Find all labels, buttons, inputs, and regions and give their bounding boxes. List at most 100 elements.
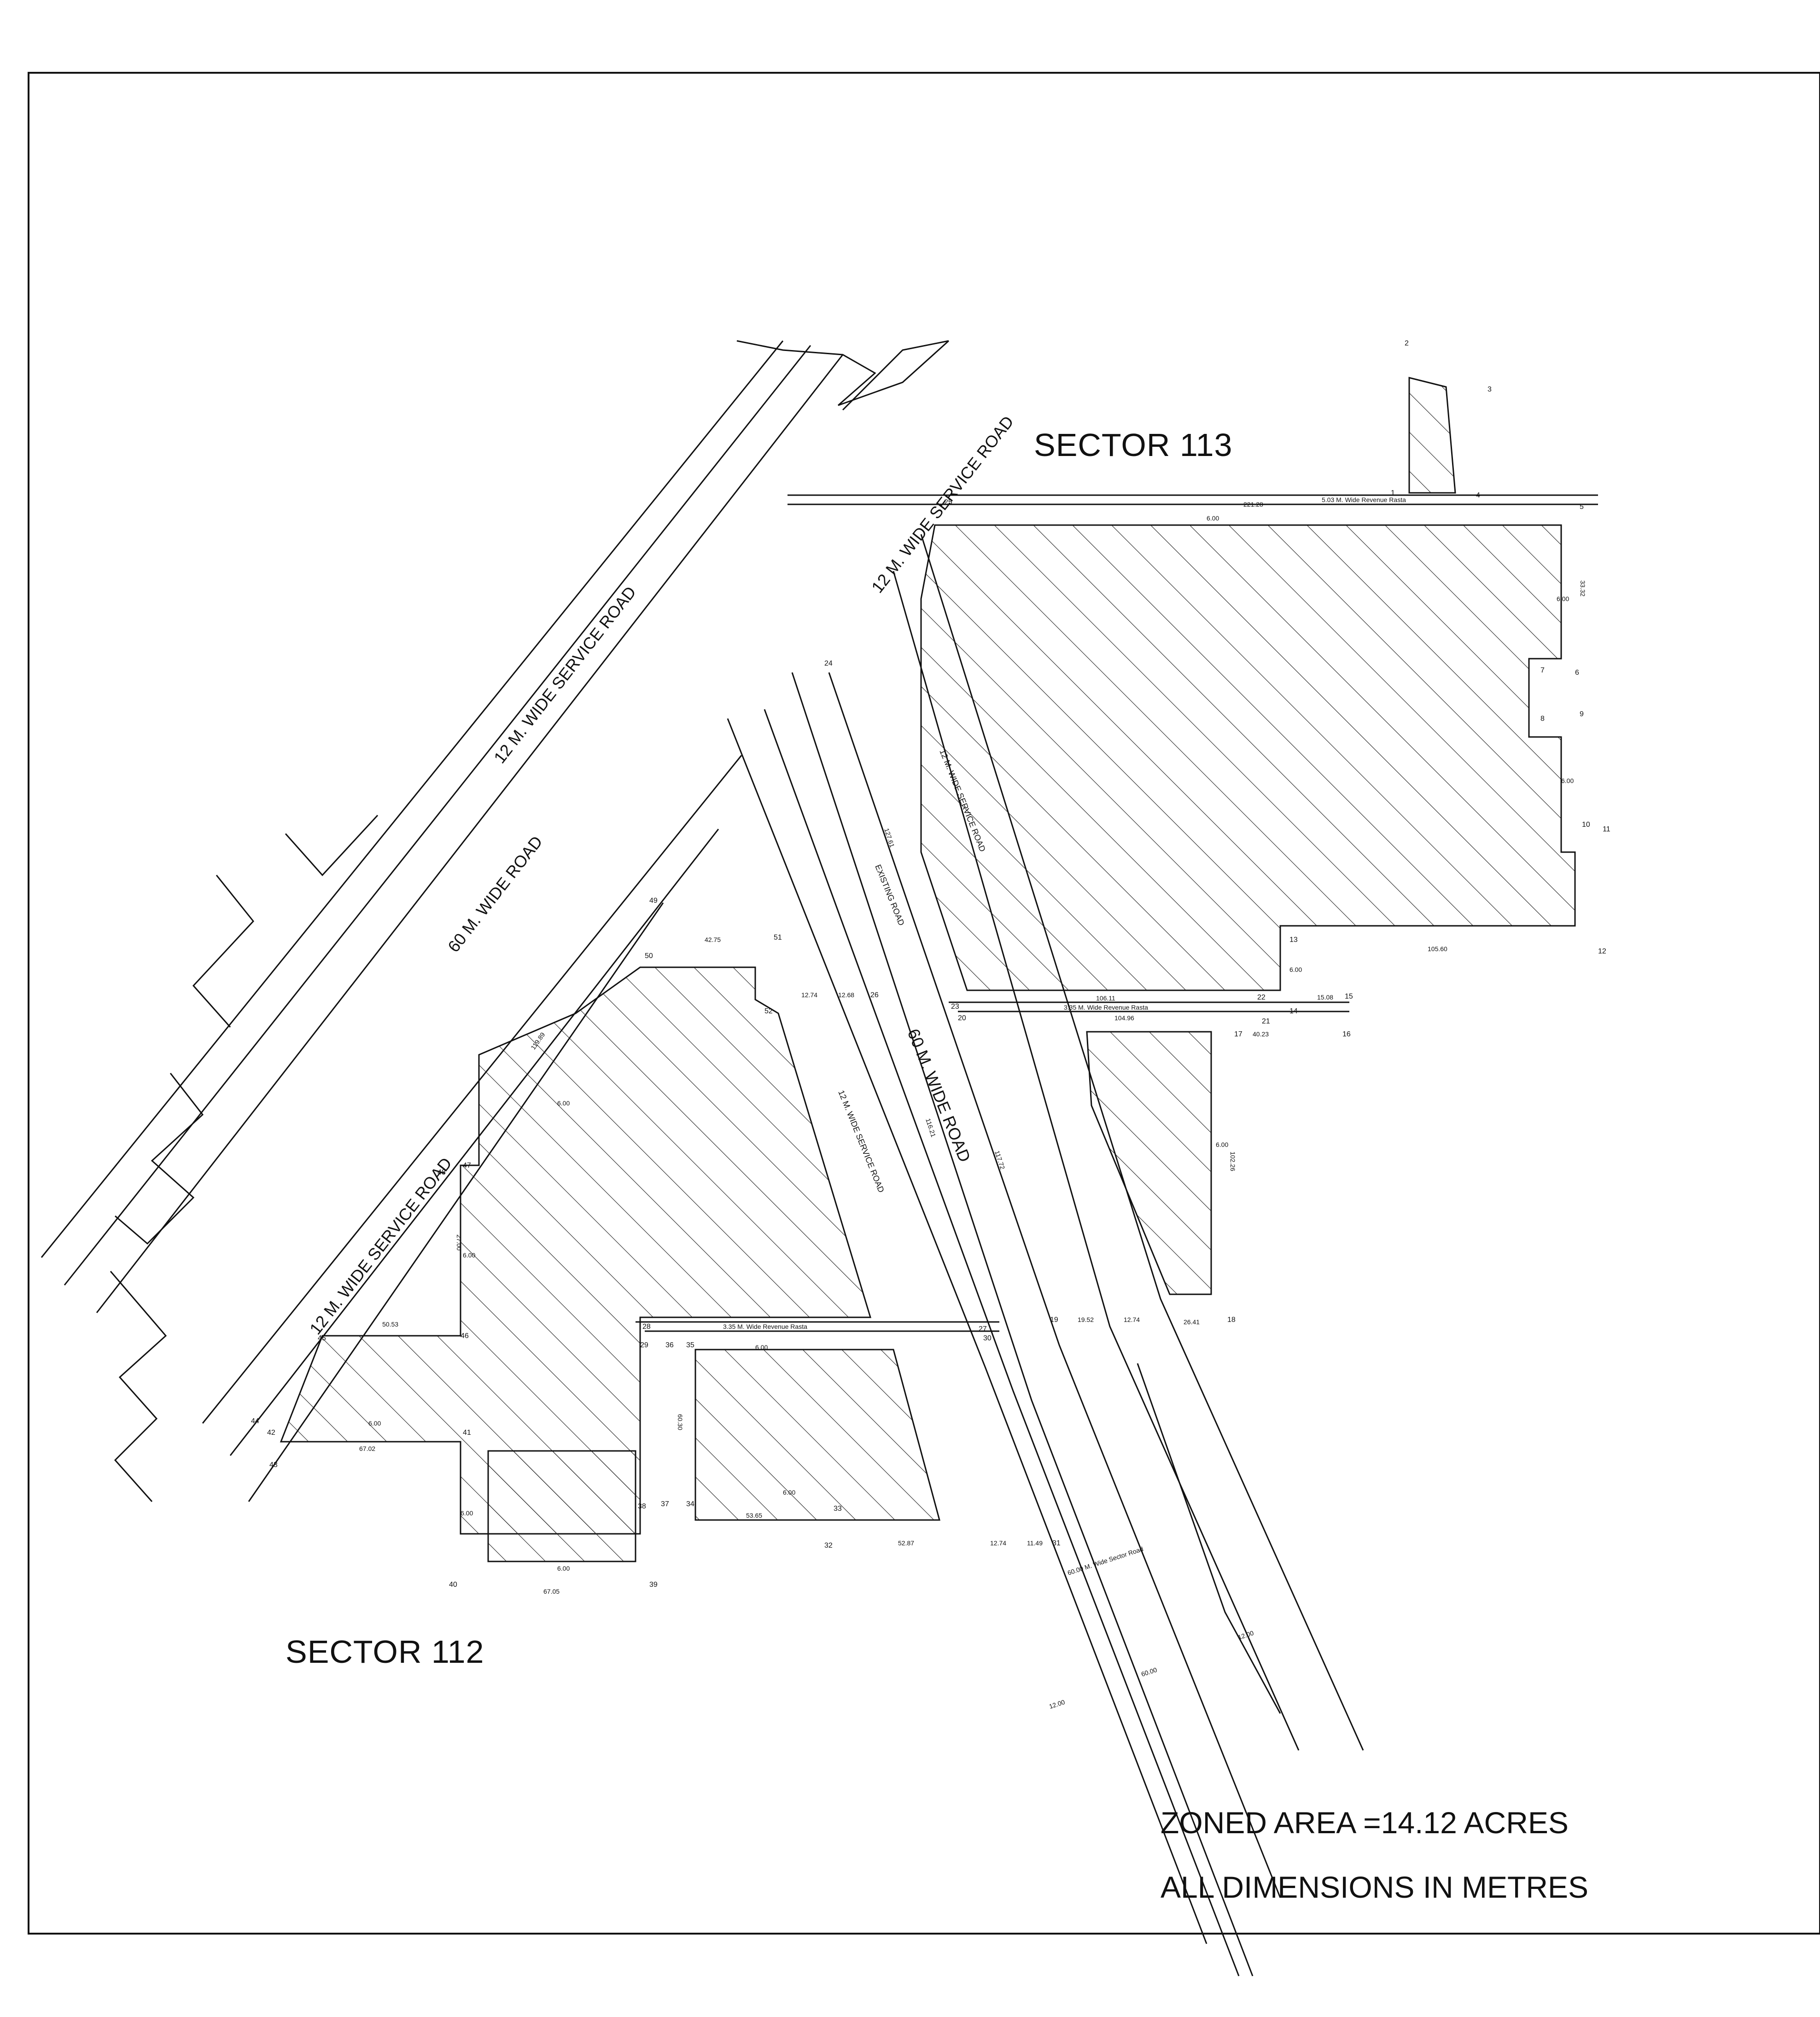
drawing-frame	[28, 72, 1820, 1935]
road-label-revenue-top: 5.03 M. Wide Revenue Rasta	[1322, 496, 1406, 503]
node-label: 18	[1227, 1316, 1236, 1324]
sector-112-label: SECTOR 112	[286, 1634, 484, 1670]
node-label: 3	[1488, 386, 1492, 393]
node-label: 36	[665, 1341, 674, 1349]
dimension-label: 104.96	[1114, 1014, 1134, 1022]
dimension-label: 106.11	[1096, 994, 1115, 1002]
dimension-label: 60.30	[677, 1414, 684, 1430]
parcel-northeast-top	[1408, 377, 1456, 494]
setback-label: 6.00	[755, 1344, 768, 1351]
node-label: 49	[649, 897, 658, 905]
dimension-label: 52.87	[898, 1539, 914, 1547]
node-label: 32	[824, 1542, 833, 1549]
node-label: 1	[1391, 489, 1395, 497]
sector-113-label: SECTOR 113	[1034, 427, 1232, 463]
node-label: 4	[1476, 491, 1480, 499]
setback-label: 6.00	[1561, 777, 1574, 784]
node-label: 11	[1603, 825, 1610, 833]
setback-label: 6.00	[461, 1509, 473, 1517]
setback-label: 6.00	[463, 1251, 475, 1259]
setback-label: 6.00	[1216, 1141, 1228, 1148]
node-label: 47	[463, 1162, 471, 1169]
node-label: 9	[1580, 710, 1584, 718]
node-label: 12	[1598, 947, 1606, 955]
dimension-label: 11.49	[1027, 1539, 1043, 1547]
setback-label: 6.00	[557, 1565, 570, 1572]
setback-label: 6.00	[1207, 514, 1219, 522]
dimension-label: 12.74	[801, 991, 817, 999]
road-label-60m-vertical: 60 M. WIDE ROAD	[904, 1026, 974, 1165]
setback-label: 6.00	[557, 1099, 570, 1107]
node-label: 27	[979, 1325, 987, 1333]
dimension-label: 102.26	[1229, 1152, 1237, 1171]
survey-nodes: 1 2 3 4 5 6 7 8 9 10 11 12 13 14 15 16 1…	[251, 339, 1610, 1589]
node-label: 17	[1234, 1030, 1242, 1038]
dimension-label: 12.68	[838, 991, 854, 999]
node-label: 31	[1052, 1539, 1061, 1547]
node-label: 24	[824, 660, 833, 667]
node-label: 50	[645, 952, 653, 960]
node-label: 30	[983, 1334, 992, 1342]
node-label: 25	[944, 498, 952, 506]
node-label: 44	[251, 1417, 259, 1425]
road-label-existing: EXISTING ROAD	[873, 863, 906, 927]
node-label: 37	[661, 1500, 669, 1508]
dimension-label: 50.53	[382, 1321, 398, 1328]
dimension-label: 105.60	[1428, 945, 1447, 953]
node-label: 29	[640, 1341, 648, 1349]
node-label: 48	[438, 1169, 446, 1176]
node-label: 7	[1540, 666, 1545, 674]
setback-label: 6.00	[368, 1420, 381, 1427]
parcel-southwest-notch	[487, 1450, 636, 1562]
setback-labels: 6.00 6.00 6.00 6.00 6.00 6.00 6.00 6.00 …	[368, 514, 1574, 1572]
setback-label: 6.00	[783, 1489, 795, 1496]
node-label: 16	[1342, 1030, 1351, 1038]
road-network	[41, 340, 1598, 1976]
dimension-label: 221.28	[1243, 501, 1263, 508]
setback-label: 6.00	[1289, 966, 1302, 973]
zoned-parcels	[280, 377, 1576, 1562]
dimension-label: 116.21	[924, 1117, 937, 1138]
node-label: 2	[1405, 339, 1409, 347]
setback-label: 6.00	[1557, 595, 1569, 602]
node-label: 8	[1540, 715, 1545, 723]
node-label: 26	[870, 991, 879, 999]
dimension-label: 40.23	[1253, 1030, 1269, 1038]
parcel-northeast	[920, 524, 1576, 991]
node-label: 6	[1575, 669, 1579, 677]
road-label-60m-diagonal: 60 M. WIDE ROAD	[444, 832, 546, 956]
node-label: 33	[834, 1505, 842, 1513]
road-label-revenue-low: 3.35 M. Wide Revenue Rasta	[723, 1323, 807, 1330]
node-label: 40	[449, 1581, 457, 1589]
node-label: 14	[1289, 1007, 1298, 1015]
node-label: 46	[461, 1332, 469, 1340]
node-label: 52	[764, 1007, 773, 1015]
node-label: 10	[1582, 821, 1590, 829]
dimension-label: 67.02	[359, 1445, 375, 1452]
node-label: 34	[686, 1500, 694, 1508]
dimension-label: 26.41	[1184, 1318, 1200, 1326]
dimension-label: 27.00	[455, 1234, 463, 1251]
node-label: 39	[649, 1581, 658, 1589]
node-label: 13	[1289, 936, 1298, 944]
node-label: 35	[686, 1341, 694, 1349]
dimension-label: 60.00	[1140, 1666, 1158, 1678]
node-label: 21	[1262, 1017, 1270, 1025]
node-label: 19	[1050, 1316, 1058, 1324]
node-label: 5	[1580, 503, 1584, 511]
node-label: 45	[318, 1334, 326, 1342]
node-label: 38	[638, 1503, 646, 1510]
zoned-area-note: ZONED AREA =14.12 ACRES	[1161, 1806, 1569, 1840]
dimension-label: 12.00	[1048, 1698, 1066, 1710]
node-label: 43	[269, 1461, 278, 1469]
dimension-label: 33.32	[1579, 580, 1587, 596]
parcel-west-large	[280, 966, 872, 1535]
node-label: 15	[1345, 993, 1353, 1000]
dimension-label: 67.05	[543, 1588, 560, 1595]
dimension-label: 19.52	[1078, 1316, 1094, 1323]
node-label: 23	[951, 1003, 959, 1011]
node-label: 28	[642, 1323, 651, 1331]
dimension-label: 12.74	[1124, 1316, 1140, 1323]
dimension-label: 12.74	[990, 1539, 1006, 1547]
